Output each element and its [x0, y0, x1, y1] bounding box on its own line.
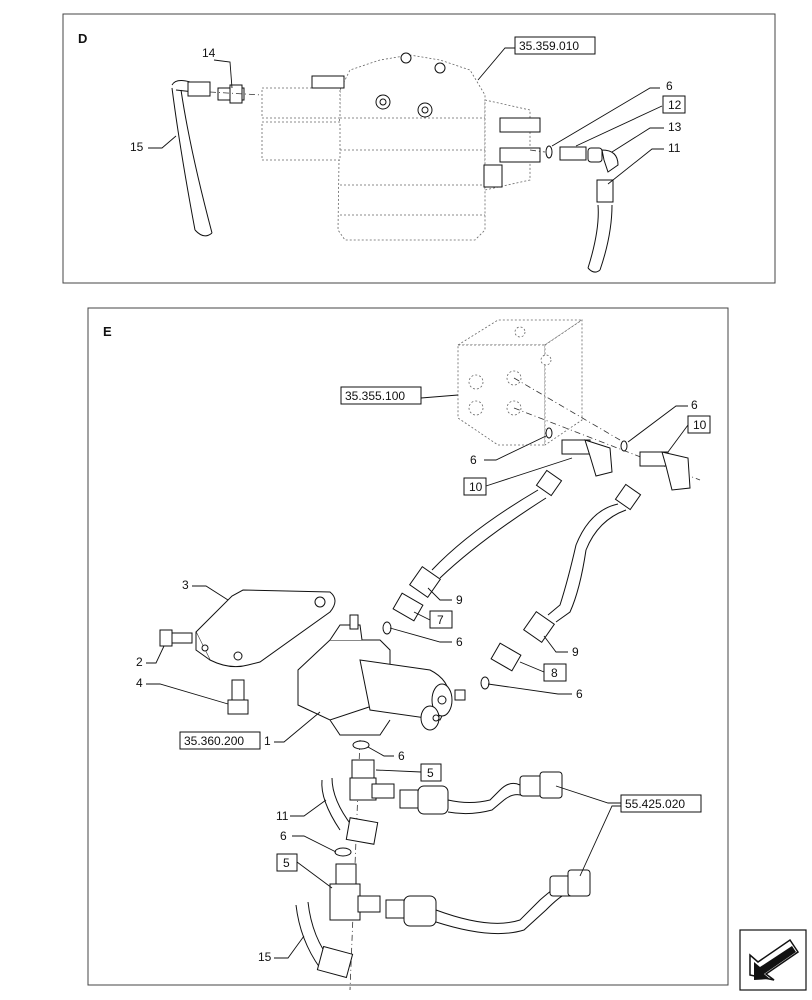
callout-2: 2: [136, 645, 165, 669]
svg-text:4: 4: [136, 676, 143, 690]
ref-35-360-200[interactable]: 35.360.200: [179, 731, 261, 750]
hose-15-e: [295, 901, 354, 979]
callout-6b: 6: [627, 398, 698, 443]
callout-9a: 9: [427, 587, 463, 607]
callout-6a: 6: [470, 435, 547, 467]
hose-11-e: [321, 777, 379, 845]
fitting-14: [209, 84, 263, 104]
bolt-4: [227, 679, 249, 715]
pressure-sensor-upper: [399, 771, 563, 815]
callout-6f: 6: [280, 829, 337, 853]
ref-35-355-100[interactable]: 35.355.100: [340, 386, 459, 405]
svg-text:13: 13: [668, 120, 682, 134]
svg-text:55.425.020: 55.425.020: [625, 797, 685, 811]
svg-text:35.355.100: 35.355.100: [345, 389, 405, 403]
svg-text:10: 10: [469, 480, 483, 494]
svg-text:6: 6: [456, 635, 463, 649]
hose-9b: [522, 483, 642, 644]
hose-11-right: [587, 204, 613, 273]
pressure-sensor-lower: [385, 869, 591, 935]
callout-6e: 6: [367, 746, 405, 763]
callout-8: 8: [519, 661, 567, 682]
callout-7: 7: [413, 610, 453, 629]
section-e-frame: [87, 307, 729, 986]
svg-text:15: 15: [130, 140, 144, 154]
svg-text:6: 6: [691, 398, 698, 412]
oring-6f: [334, 847, 352, 857]
svg-text:6: 6: [398, 749, 405, 763]
hose-15-left: [171, 80, 213, 237]
svg-text:7: 7: [437, 613, 444, 627]
svg-text:10: 10: [693, 418, 707, 432]
svg-text:5: 5: [283, 856, 290, 870]
svg-text:15: 15: [258, 950, 272, 964]
svg-text:9: 9: [456, 593, 463, 607]
callout-15: 15: [130, 135, 177, 154]
elbow-fitting-10b: [620, 440, 691, 491]
svg-text:6: 6: [280, 829, 287, 843]
callout-9b: 9: [543, 635, 579, 659]
svg-text:11: 11: [668, 141, 681, 155]
svg-text:14: 14: [202, 46, 216, 60]
fittings-right-d: [529, 145, 619, 203]
callout-14: 14: [202, 46, 233, 89]
svg-text:12: 12: [668, 98, 682, 112]
ref-35-359-010[interactable]: 35.359.010: [477, 36, 596, 81]
svg-text:6: 6: [666, 79, 673, 93]
section-d-letter: D: [78, 31, 87, 46]
manifold-block: [456, 319, 584, 446]
section-e-letter: E: [103, 324, 112, 339]
svg-text:5: 5: [427, 766, 434, 780]
callout-5b: 5: [276, 853, 333, 889]
svg-text:8: 8: [551, 666, 558, 680]
callout-3: 3: [182, 578, 229, 601]
callout-5a: 5: [375, 763, 442, 782]
arrow-icon[interactable]: [739, 929, 807, 991]
callout-10b: 10: [667, 415, 711, 453]
bolt-2: [159, 629, 193, 647]
elbow-fitting-10a: [545, 427, 613, 477]
tee-fitting-5a: [349, 759, 395, 801]
svg-text:6: 6: [470, 453, 477, 467]
tee-fitting-5b: [329, 863, 381, 921]
hose-9a: [408, 469, 563, 599]
callout-6-d: 6: [551, 79, 673, 147]
callout-4: 4: [136, 676, 229, 705]
svg-text:2: 2: [136, 655, 143, 669]
callout-10a: 10: [463, 457, 573, 496]
svg-text:1: 1: [264, 734, 271, 748]
callout-11-d: 11: [607, 141, 681, 185]
svg-text:35.359.010: 35.359.010: [519, 39, 579, 53]
ref-55-425-020[interactable]: 55.425.020: [555, 785, 702, 877]
callout-6c: 6: [389, 627, 463, 649]
svg-text:35.360.200: 35.360.200: [184, 734, 244, 748]
callout-13: 13: [611, 120, 682, 153]
svg-text:3: 3: [182, 578, 189, 592]
callout-6d: 6: [487, 683, 583, 701]
control-valve-block: [261, 52, 541, 241]
svg-text:6: 6: [576, 687, 583, 701]
svg-text:9: 9: [572, 645, 579, 659]
callout-12: 12: [575, 95, 686, 147]
bracket-3: [195, 589, 336, 668]
solenoid-valve-1: [297, 614, 466, 736]
callout-11-e: 11: [276, 799, 327, 823]
oring-6e: [352, 740, 370, 750]
centerline-manifold-2: [513, 377, 621, 441]
callout-1: 1: [264, 711, 321, 748]
fitting-8: [480, 642, 522, 690]
fitting-7: [382, 592, 424, 635]
callout-15-e: 15: [258, 935, 305, 964]
section-d-frame: [62, 13, 776, 284]
svg-text:11: 11: [276, 809, 289, 823]
